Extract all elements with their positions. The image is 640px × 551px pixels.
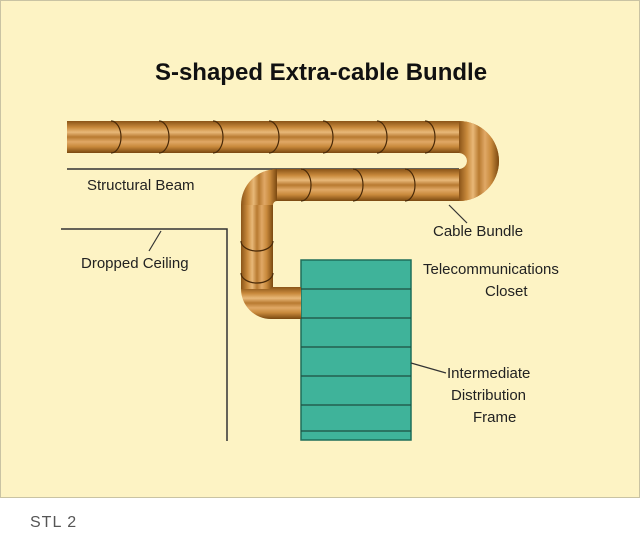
cable-bundle-leader xyxy=(448,204,468,224)
label-idf-line1: Intermediate xyxy=(447,365,531,382)
idf-leader xyxy=(410,362,447,374)
s-shaped-cable-diagram xyxy=(61,120,499,441)
label-idf-line3: Frame xyxy=(473,409,517,426)
label-dropped-ceiling: Dropped Ceiling xyxy=(81,255,189,272)
diagram-panel: S-shaped Extra-cable Bundle Structural B… xyxy=(0,0,640,498)
dropped-ceiling-line xyxy=(61,228,228,441)
label-idf-line2: Distribution xyxy=(451,387,527,404)
cable-bundle xyxy=(67,120,499,319)
label-closet-line2: Closet xyxy=(485,283,528,300)
label-structural-beam: Structural Beam xyxy=(87,177,195,194)
distribution-frame xyxy=(300,259,412,441)
dropped-ceiling-leader xyxy=(148,230,162,252)
label-cable-bundle: Cable Bundle xyxy=(433,223,524,240)
diagram-title: S-shaped Extra-cable Bundle xyxy=(154,59,488,86)
figure-caption: STL 2 xyxy=(30,514,78,531)
label-closet-line1: Telecommunications xyxy=(423,261,559,278)
